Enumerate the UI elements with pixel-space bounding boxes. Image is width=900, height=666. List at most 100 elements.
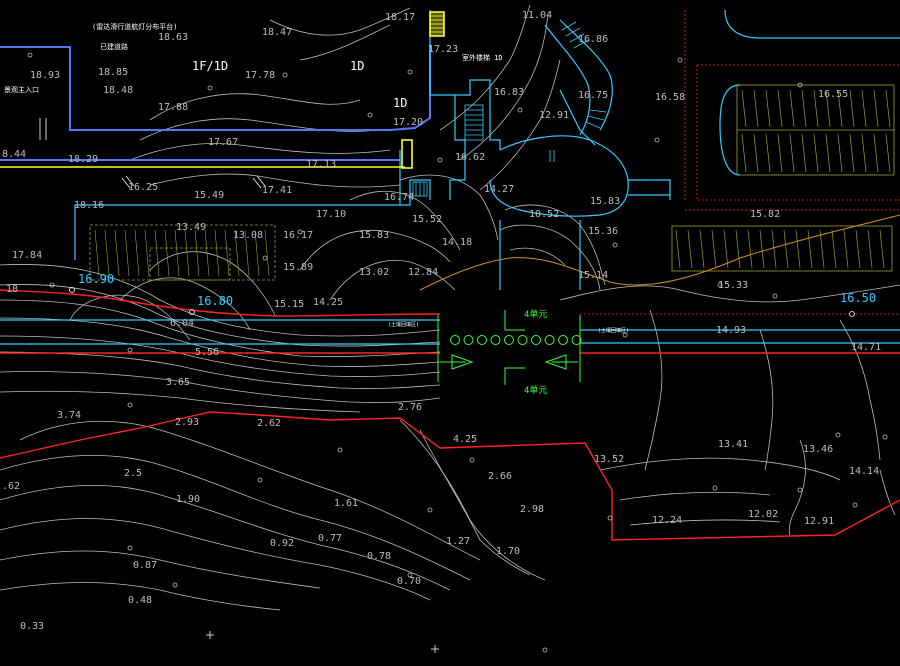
elevation-label: 16.17 [283, 230, 313, 241]
hatch-stroke [134, 229, 140, 277]
hatch-stroke [184, 229, 190, 277]
section-circle [477, 335, 487, 345]
elevation-label: 0.33 [20, 621, 44, 632]
spot-level-marker [207, 85, 213, 91]
elevation-label: 0.77 [318, 533, 342, 544]
spot-level-marker [622, 332, 628, 338]
label-1d-b: 1D [393, 96, 407, 110]
hatch-stroke [234, 229, 240, 277]
parking-area [671, 9, 900, 272]
spot-level-marker [407, 572, 413, 578]
note-1: (雷达滑行道航灯分布平台) [92, 22, 177, 31]
hatch-stroke [114, 229, 120, 277]
elevation-label: 0.48 [128, 595, 152, 606]
cyan-level-1650: 16.50 [840, 291, 876, 305]
elevation-label: 18.48 [103, 85, 133, 96]
spot-level-marker [852, 502, 858, 508]
hatch-stroke [795, 229, 801, 269]
elevation-label: 14.27 [484, 184, 514, 195]
entrance-label: 景观主入口 [4, 85, 39, 94]
elevation-label: 13.49 [176, 222, 206, 233]
hatch-stroke [813, 89, 819, 128]
spot-level-marker [712, 485, 718, 491]
hatch-stroke [164, 229, 170, 277]
elevation-label: 16.55 [818, 89, 848, 100]
elevation-label: 3.74 [57, 410, 81, 421]
hatch-stroke [813, 133, 819, 173]
hatch-stroke [174, 229, 180, 277]
spot-level-marker [282, 72, 288, 78]
elevation-label: 17.23 [428, 44, 458, 55]
elevation-label: 2.98 [520, 504, 544, 515]
elevation-label: 5.56 [195, 347, 219, 358]
elevation-label: 15.52 [412, 214, 442, 225]
elevation-label: 8.44 [2, 149, 26, 160]
spot-level-marker [427, 507, 433, 513]
hatch-stroke [825, 89, 831, 128]
elevation-label: 17.67 [208, 137, 238, 148]
parking-hatch [675, 89, 891, 269]
spot-level-marker [262, 255, 268, 261]
hatch-stroke [741, 89, 747, 128]
spot-level-marker [27, 52, 33, 58]
hatch-stroke [849, 89, 855, 128]
elevation-label: 2.76 [398, 402, 422, 413]
elevation-label: 14.71 [851, 342, 881, 353]
elevation-label: 15.82 [750, 209, 780, 220]
hatch-stroke [879, 229, 885, 269]
spot-level-marker [172, 582, 178, 588]
hatch-stroke [699, 229, 705, 269]
hatch-stroke [777, 89, 783, 128]
yellow-elements [0, 11, 445, 169]
unit-label-bottom: 4单元 [524, 384, 547, 396]
cyan-walls [0, 10, 900, 345]
hatch-stroke [825, 133, 831, 173]
spot-level-marker [297, 229, 303, 235]
elevation-label: 17.78 [245, 70, 275, 81]
hatch-stroke [735, 229, 741, 269]
spot-level-marker [612, 242, 618, 248]
hatch-stroke [843, 229, 849, 269]
spot-level-marker [542, 647, 548, 653]
spot-level-marker [127, 347, 133, 353]
spot-level-marker [337, 447, 343, 453]
hatch-stroke [861, 89, 867, 128]
hatch-stroke [194, 229, 200, 277]
elevation-label: 18.47 [262, 27, 292, 38]
hatch-stroke [264, 229, 270, 277]
hatch-stroke [807, 229, 813, 269]
unit-labels: 4单元 4单元 (土壤回填区) (土壤回填区) [388, 308, 629, 396]
floor-label: 1F/1D [192, 59, 228, 73]
elevation-label: 2.93 [175, 417, 199, 428]
hatch-stroke [675, 229, 681, 269]
elevation-label: 13.02 [359, 267, 389, 278]
elevation-label: 17.10 [316, 209, 346, 220]
elevation-label: 10.52 [529, 209, 559, 220]
spot-level-marker [407, 69, 413, 75]
note-2: 已建道路 [100, 42, 128, 51]
spot-level-marker [257, 477, 263, 483]
hatch-stroke [154, 229, 160, 277]
elevation-label: 14.18 [442, 237, 472, 248]
elevation-label: 16.58 [655, 92, 685, 103]
stair-hatching [412, 21, 607, 197]
elevation-label: 12.91 [804, 516, 834, 527]
hatch-stroke [831, 229, 837, 269]
hatch-stroke [789, 133, 795, 173]
elevation-label: 17.13 [306, 159, 336, 170]
spot-level-marker [654, 137, 660, 143]
spot-level-marker [797, 487, 803, 493]
elevation-label: 16.86 [578, 34, 608, 45]
hatch-stroke [885, 89, 891, 128]
elevation-label: 2.5 [124, 468, 142, 479]
spot-level-marker [127, 545, 133, 551]
elevation-label: 15.33 [718, 280, 748, 291]
elevation-label: 18.93 [30, 70, 60, 81]
hatch-stroke [837, 89, 843, 128]
section-markers [437, 310, 581, 385]
elevation-label: 15.49 [194, 190, 224, 201]
elevation-label: 16.62 [455, 152, 485, 163]
hatch-stroke [885, 133, 891, 173]
hatch-stroke [94, 229, 100, 277]
section-circle [463, 335, 474, 345]
